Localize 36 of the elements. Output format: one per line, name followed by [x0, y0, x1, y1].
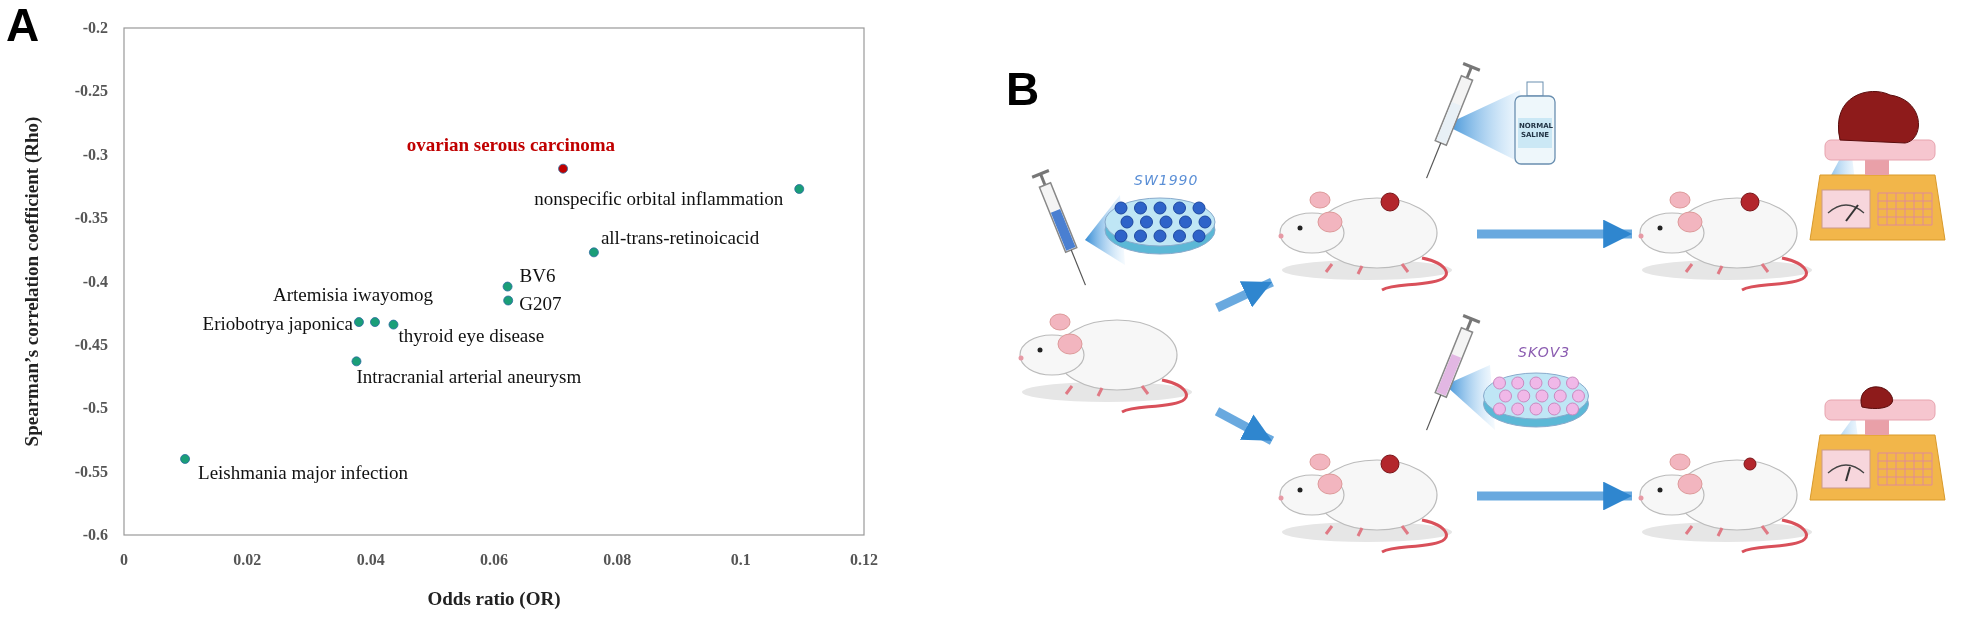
axis-title: Spearman’s correlation coefficient (Rho): [21, 116, 42, 447]
arrow: [1477, 481, 1632, 511]
point-label: G207: [519, 292, 562, 314]
tick-label: -0.6: [82, 526, 108, 543]
panel-letter: A: [6, 0, 40, 52]
point-label: thyroid eye disease: [398, 324, 545, 346]
tick-label: -0.25: [74, 82, 108, 100]
point-label: BV6: [519, 264, 556, 286]
cell-line-label: SW1990: [1134, 172, 1199, 188]
tick-label: -0.4: [82, 272, 108, 290]
tick-label: 0.08: [603, 551, 632, 568]
arrow: [1215, 278, 1274, 312]
point-label: Leishmania major infection: [198, 461, 409, 483]
point-label: Intracranial arterial aneurysm: [356, 366, 582, 388]
point-label: Eriobotrya japonica: [202, 313, 353, 335]
tick-label: 0.12: [850, 551, 878, 568]
arrow: [1214, 407, 1275, 445]
arrow: [1477, 219, 1632, 249]
tick-label: 0.1: [730, 551, 751, 568]
axis-title: Odds ratio (OR): [427, 588, 561, 609]
tick-label: 0.02: [233, 551, 262, 568]
tick-label: 0.04: [356, 551, 385, 568]
tick-label: -0.55: [74, 462, 108, 480]
tick-label: 0.06: [480, 551, 508, 568]
cell-line-label: SKOV3: [1518, 344, 1571, 360]
tick-label: -0.35: [74, 209, 108, 227]
tick-label: -0.5: [82, 399, 108, 417]
panel-letter: B: [1006, 62, 1040, 116]
point-label: nonspecific orbital inflammation: [534, 187, 784, 209]
point-label: all-trans-retinoicacid: [600, 227, 760, 249]
point-label: ovarian serous carcinoma: [406, 133, 616, 155]
point-label: Artemisia iwayomog: [273, 284, 433, 306]
tick-label: 0: [120, 551, 128, 568]
tick-label: -0.2: [82, 19, 108, 36]
tick-label: -0.45: [74, 335, 108, 353]
tick-label: -0.3: [82, 145, 108, 163]
